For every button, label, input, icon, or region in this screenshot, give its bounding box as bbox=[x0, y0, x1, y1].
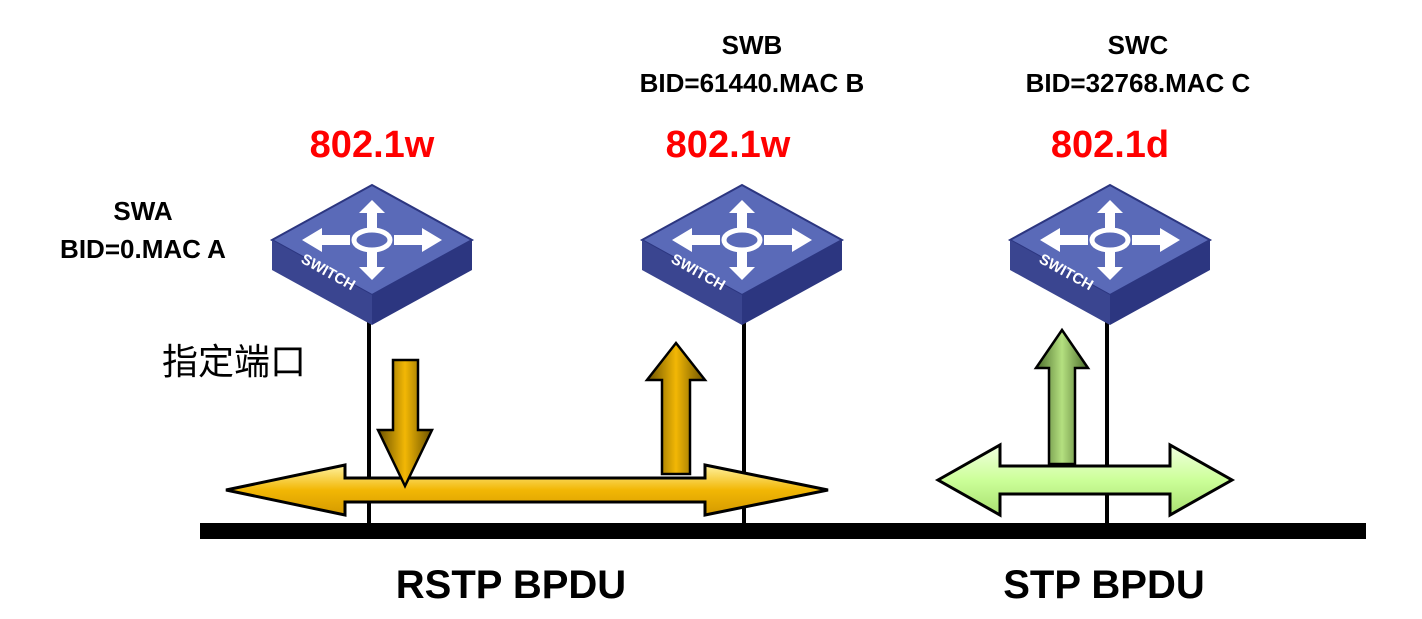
stp-bpdu-label: STP BPDU bbox=[1003, 563, 1205, 607]
network-bus-line bbox=[200, 523, 1366, 539]
swb-name-label: SWB bbox=[722, 30, 783, 60]
swa-switch-icon: SWITCH bbox=[272, 185, 472, 325]
rstp-bpdu-label: RSTP BPDU bbox=[396, 563, 626, 607]
swc-bid-label: BID=32768.MAC C bbox=[1026, 68, 1251, 98]
swa-protocol-label: 802.1w bbox=[310, 124, 435, 166]
swc-protocol-label: 802.1d bbox=[1051, 124, 1169, 166]
stp-double-arrow-icon bbox=[934, 442, 1236, 518]
swa-name-label: SWA bbox=[113, 196, 172, 226]
swa-bid-label: BID=0.MAC A bbox=[60, 234, 226, 264]
swb-protocol-label: 802.1w bbox=[666, 124, 791, 166]
swc-up-arrow-icon bbox=[1033, 327, 1091, 466]
swc-switch-icon: SWITCH bbox=[1010, 185, 1210, 325]
swb-up-arrow-icon bbox=[644, 340, 708, 476]
rstp-double-arrow-icon bbox=[225, 463, 829, 517]
swc-name-label: SWC bbox=[1108, 30, 1169, 60]
down-arrow-icon bbox=[376, 358, 434, 489]
designated-port-label: 指定端口 bbox=[162, 342, 306, 383]
swb-switch-icon: SWITCH bbox=[642, 185, 842, 325]
swb-bid-label: BID=61440.MAC B bbox=[640, 68, 865, 98]
